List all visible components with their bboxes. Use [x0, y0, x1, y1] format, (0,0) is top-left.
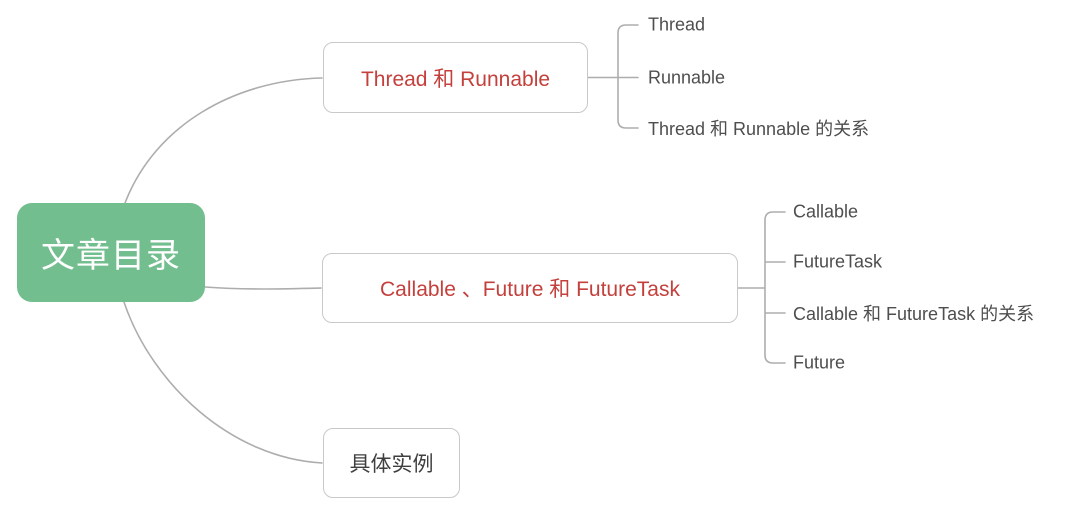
leaf-node-callable[interactable]: Callable	[793, 201, 859, 222]
branch-node-callable-future-futuretask[interactable]: Callable 、Future 和 FutureTask	[322, 253, 738, 323]
branch-node-label: Callable 、Future 和 FutureTask	[380, 278, 680, 301]
connector-root-branch1	[124, 77, 323, 204]
connector-root-branch2	[204, 286, 322, 290]
branch-node-concrete-example[interactable]: 具体实例	[323, 428, 460, 498]
connector-root-branch3	[123, 301, 323, 464]
leaf-node-callable-futuretask-relation[interactable]: Callable 和 FutureTask 的关系	[793, 304, 1035, 324]
leaf-node-future[interactable]: Future	[793, 352, 846, 373]
branch-node-label: 具体实例	[349, 453, 434, 476]
leaf-node-thread-runnable-relation[interactable]: Thread 和 Runnable 的关系	[648, 119, 870, 139]
root-node-article-toc[interactable]: 文章目录	[17, 203, 205, 302]
connector-branch2-children	[737, 211, 786, 364]
leaf-node-thread[interactable]: Thread	[648, 14, 706, 35]
root-node-label: 文章目录	[41, 237, 181, 275]
branch-node-thread-runnable[interactable]: Thread 和 Runnable	[323, 42, 588, 113]
leaf-node-runnable[interactable]: Runnable	[648, 67, 726, 87]
leaf-node-futuretask[interactable]: FutureTask	[793, 251, 883, 272]
branch-node-label: Thread 和 Runnable	[360, 67, 551, 91]
connector-branch1-children	[587, 24, 639, 129]
